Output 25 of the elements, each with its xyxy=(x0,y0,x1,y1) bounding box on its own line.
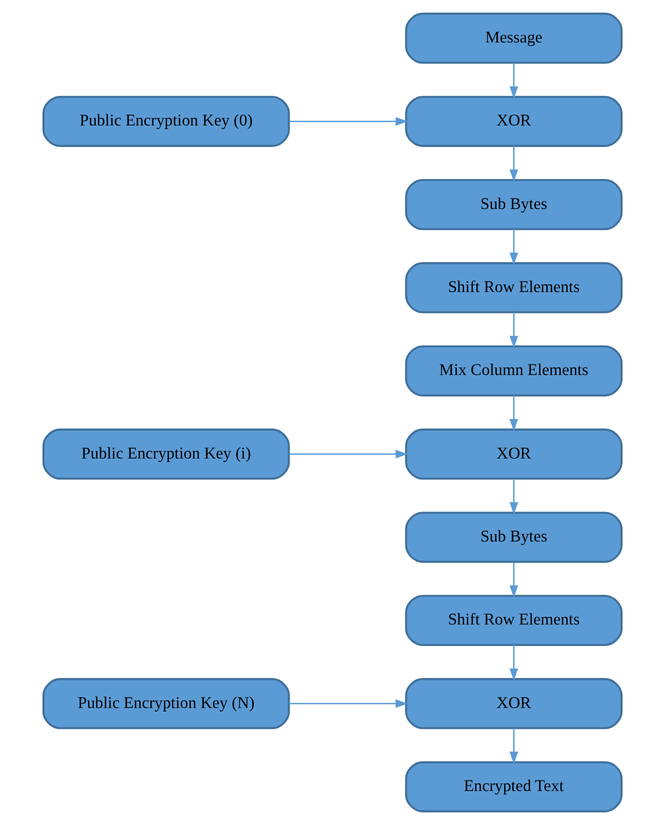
node-box: Sub Bytes xyxy=(405,512,623,563)
node-box: XOR xyxy=(405,428,623,480)
node-box: Shift Row Elements xyxy=(405,594,623,646)
arrow xyxy=(289,450,408,458)
arrow xyxy=(510,645,518,681)
node-box: Mix Column Elements xyxy=(405,345,623,396)
node-box: Sub Bytes xyxy=(405,179,623,230)
node-box: Public Encryption Key (0) xyxy=(42,96,290,147)
node-box: Public Encryption Key (i) xyxy=(42,428,290,480)
node-box: XOR xyxy=(405,678,623,730)
node-box: Encrypted Text xyxy=(405,761,623,812)
arrow xyxy=(289,699,408,708)
arrow xyxy=(510,62,518,99)
arrow xyxy=(510,562,518,598)
node-box: Shift Row Elements xyxy=(405,262,623,314)
arrow xyxy=(510,229,518,265)
arrow xyxy=(510,396,518,432)
arrow xyxy=(510,146,518,182)
arrow xyxy=(510,478,518,514)
node-box: Message xyxy=(405,12,623,64)
node-box: XOR xyxy=(405,96,623,147)
arrow xyxy=(510,728,518,764)
arrow xyxy=(510,312,518,348)
node-box: Public Encryption Key (N) xyxy=(42,678,290,730)
arrow xyxy=(289,117,408,126)
